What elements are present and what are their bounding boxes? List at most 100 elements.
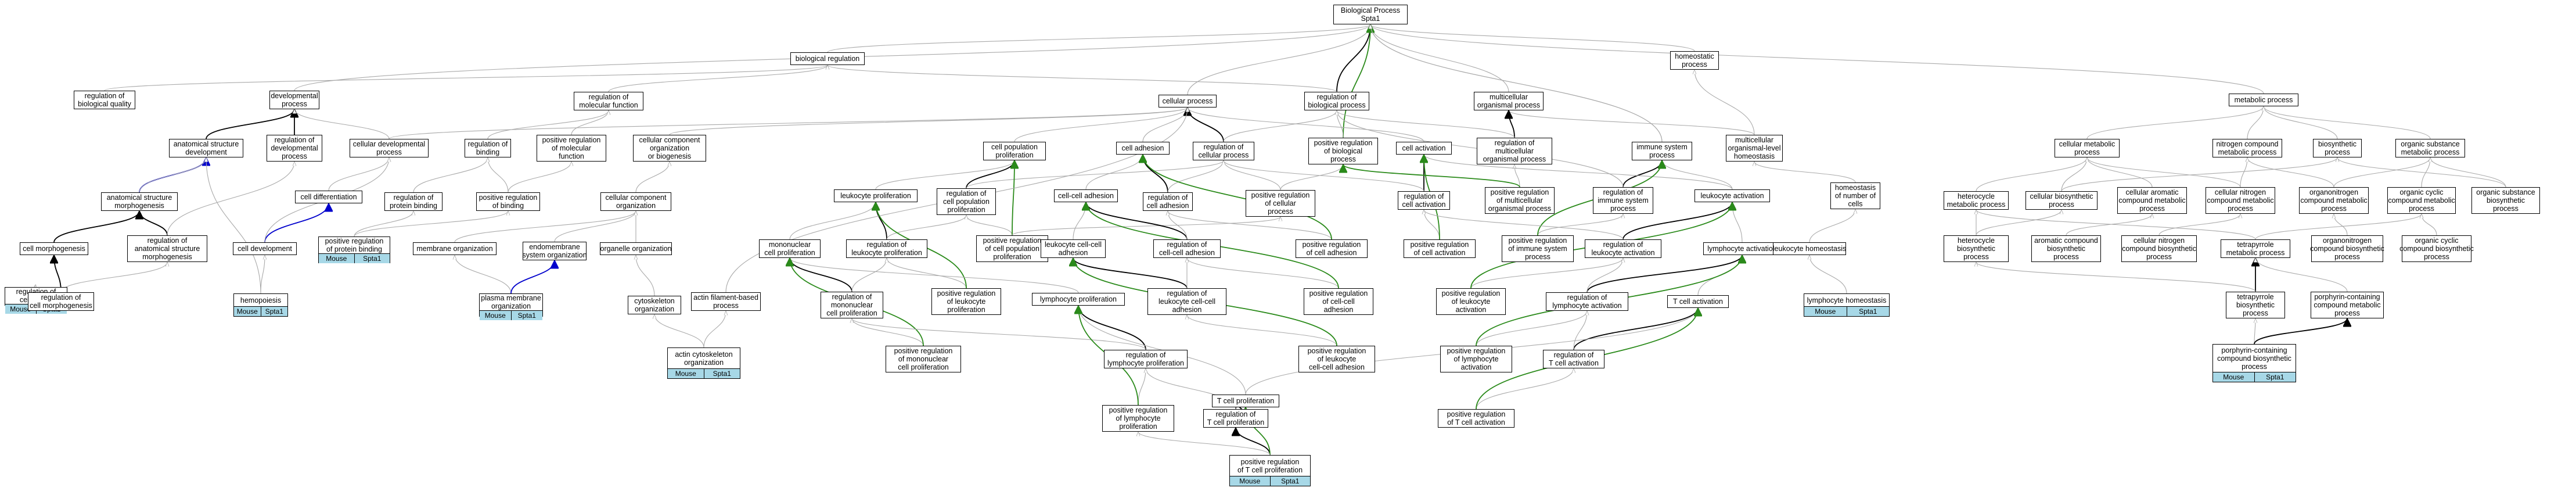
go-term-monoprolif[interactable]: mononuclear cell proliferation: [759, 239, 821, 258]
go-term-endomem[interactable]: endomembrane system organization: [522, 242, 587, 260]
go-term-regcellmorph[interactable]: regulation of cell morphogenesis: [28, 292, 94, 311]
go-term-posregmolfunc[interactable]: positive regulation of molecular functio…: [537, 135, 606, 162]
go-term-homeoproc[interactable]: homeostatic process: [1670, 51, 1719, 70]
go-term-orgsub[interactable]: organic substance metabolic process: [2395, 139, 2465, 157]
go-term-celladh[interactable]: cell adhesion: [1116, 142, 1170, 155]
go-term-organonitrobio[interactable]: organonitrogen compound biosynthetic pro…: [2310, 235, 2384, 262]
go-term-cpp[interactable]: cell population proliferation: [983, 142, 1046, 160]
go-term-posreglymphprolif[interactable]: positive regulation of lymphocyte prolif…: [1102, 405, 1174, 432]
go-term-homeonum[interactable]: homeostasis of number of cells: [1830, 182, 1880, 209]
go-term-bp[interactable]: Biological Process Spta1: [1333, 5, 1408, 24]
go-term-posregmulti[interactable]: positive regulation of multicellular org…: [1485, 187, 1555, 214]
go-term-cellact[interactable]: cell activation: [1396, 142, 1452, 155]
go-term-bioreg[interactable]: biological regulation: [790, 52, 865, 65]
go-term-posregtcellact[interactable]: positive regulation of T cell activation: [1438, 409, 1514, 428]
go-term-posregcelladh[interactable]: positive regulation of cell adhesion: [1296, 239, 1368, 258]
go-term-leukact[interactable]: leukocyte activation: [1694, 189, 1770, 202]
go-term-membrane[interactable]: membrane organization: [413, 242, 497, 255]
go-term-tcellprolif[interactable]: T cell proliferation: [1212, 395, 1279, 407]
go-term-multiorg[interactable]: multicellular organismal process: [1474, 92, 1544, 110]
go-term-organelle[interactable]: organelle organization: [600, 242, 672, 255]
go-term-posregtcellprolif[interactable]: positive regulation of T cell proliferat…: [1229, 455, 1311, 486]
go-term-reglymphact[interactable]: regulation of lymphocyte activation: [1546, 292, 1628, 311]
go-term-orgcyclic[interactable]: organic cyclic compound metabolic proces…: [2387, 187, 2456, 214]
go-term-regasm[interactable]: regulation of anatomical structure morph…: [127, 235, 207, 262]
go-term-asm[interactable]: anatomical structure morphogenesis: [101, 192, 178, 211]
go-term-ccobio[interactable]: cellular component organization or bioge…: [633, 135, 706, 162]
go-term-posregccadh[interactable]: positive regulation of cell-cell adhesio…: [1304, 288, 1373, 315]
go-term-posregbind[interactable]: positive regulation of binding: [476, 192, 540, 211]
go-term-regcellproc[interactable]: regulation of cellular process: [1193, 142, 1254, 160]
go-term-lymphprolif[interactable]: lymphocyte proliferation: [1032, 293, 1125, 306]
go-term-regdev[interactable]: regulation of developmental process: [267, 135, 322, 162]
go-term-cellmorph[interactable]: cell morphogenesis: [20, 242, 88, 255]
go-term-asd[interactable]: anatomical structure development: [169, 139, 243, 157]
go-term-leukccadh[interactable]: leukocyte cell-cell adhesion: [1041, 239, 1106, 258]
go-term-posregimm[interactable]: positive regulation of immune system pro…: [1502, 235, 1574, 262]
go-term-reglymphprolif[interactable]: regulation of lymphocyte proliferation: [1104, 350, 1188, 368]
go-term-cellmetab[interactable]: cellular metabolic process: [2055, 139, 2120, 157]
go-term-regleukccadh[interactable]: regulation of leukocyte cell-cell adhesi…: [1147, 288, 1226, 315]
go-term-regmonoprolif[interactable]: regulation of mononuclear cell prolifera…: [821, 292, 883, 318]
go-term-regmolfunc[interactable]: regulation of molecular function: [574, 92, 643, 110]
go-term-ccadh[interactable]: cell-cell adhesion: [1054, 189, 1118, 202]
go-term-orgcyclicbio[interactable]: organic cyclic compound biosynthetic pro…: [2399, 235, 2474, 262]
go-term-regcelladh[interactable]: regulation of cell adhesion: [1143, 192, 1193, 211]
go-term-aromatic[interactable]: cellular aromatic compound metabolic pro…: [2117, 187, 2187, 214]
go-term-regimm[interactable]: regulation of immune system process: [1593, 187, 1653, 214]
go-term-regbq[interactable]: regulation of biological quality: [74, 91, 135, 109]
go-term-cytoskel[interactable]: cytoskeleton organization: [628, 296, 681, 314]
go-term-celldev[interactable]: cell development: [233, 242, 297, 255]
go-term-biosyn[interactable]: biosynthetic process: [2313, 139, 2362, 157]
go-term-regpbind[interactable]: regulation of protein binding: [384, 192, 442, 211]
go-term-metab[interactable]: metabolic process: [2229, 94, 2298, 106]
go-term-leukhomeo[interactable]: leukocyte homeostasis: [1773, 242, 1846, 255]
go-term-regbioproc[interactable]: regulation of biological process: [1304, 92, 1369, 110]
go-term-posreglymphact[interactable]: positive regulation of lymphocyte activa…: [1440, 346, 1512, 372]
go-term-posregmonoprolif[interactable]: positive regulation of mononuclear cell …: [886, 346, 961, 372]
go-term-heterobio[interactable]: heterocycle biosynthetic process: [1944, 235, 2009, 262]
go-term-regbinding[interactable]: regulation of binding: [465, 139, 511, 157]
go-term-posregleukact[interactable]: positive regulation of leukocyte activat…: [1436, 288, 1506, 315]
go-term-celldiff[interactable]: cell differentiation: [295, 191, 362, 203]
go-term-cellnitrobio[interactable]: cellular nitrogen compound biosynthetic …: [2121, 235, 2197, 262]
go-term-mohomeo[interactable]: multicellular organismal-level homeostas…: [1726, 135, 1783, 162]
go-term-organonitro[interactable]: organonitrogen compound metabolic proces…: [2299, 187, 2369, 214]
go-term-posregcellact[interactable]: positive regulation of cell activation: [1404, 239, 1476, 258]
go-term-cellnitro[interactable]: cellular nitrogen compound metabolic pro…: [2206, 187, 2275, 214]
go-term-posregleukccadh[interactable]: positive regulation of leukocyte cell-ce…: [1298, 346, 1375, 372]
go-term-regcpp[interactable]: regulation of cell population proliferat…: [937, 188, 996, 215]
go-term-immsys[interactable]: immune system process: [1632, 142, 1692, 160]
go-term-regleukact[interactable]: regulation of leukocyte activation: [1585, 239, 1661, 258]
go-term-porphmetab[interactable]: porphyrin-containing compound metabolic …: [2311, 292, 2384, 318]
go-term-porphbio[interactable]: porphyrin-containing compound biosynthet…: [2212, 344, 2296, 382]
go-term-nitro[interactable]: nitrogen compound metabolic process: [2212, 139, 2282, 157]
go-term-orgsubbio[interactable]: organic substance biosynthetic process: [2471, 187, 2540, 214]
go-term-cellbiosyn[interactable]: cellular biosynthetic process: [2025, 191, 2098, 210]
go-term-cellproc[interactable]: cellular process: [1159, 95, 1217, 107]
go-term-devproc[interactable]: developmental process: [269, 91, 319, 109]
go-term-posregleukprolif[interactable]: positive regulation of leukocyte prolife…: [931, 288, 1001, 315]
go-term-regleukprolif[interactable]: regulation of leukocyte proliferation: [846, 239, 927, 258]
go-term-tetrametab[interactable]: tetrapyrrole metabolic process: [2221, 239, 2290, 258]
go-term-actinbased[interactable]: actin filament-based process: [691, 292, 761, 311]
go-term-regtcellact[interactable]: regulation of T cell activation: [1543, 350, 1604, 368]
go-term-regccadh[interactable]: regulation of cell-cell adhesion: [1153, 239, 1221, 258]
go-term-posregbio[interactable]: positive regulation of biological proces…: [1308, 138, 1378, 164]
go-term-posregcpp[interactable]: positive regulation of cell population p…: [976, 235, 1048, 262]
go-term-celldevproc[interactable]: cellular developmental process: [350, 139, 429, 157]
go-term-regtcellprolif[interactable]: regulation of T cell proliferation: [1203, 409, 1268, 428]
go-term-regmultiorg[interactable]: regulation of multicellular organismal p…: [1477, 138, 1552, 164]
go-term-regcellact[interactable]: regulation of cell activation: [1398, 191, 1450, 210]
go-term-tcellact[interactable]: T cell activation: [1667, 295, 1729, 308]
go-term-posregcell[interactable]: positive regulation of cellular process: [1246, 190, 1315, 217]
go-term-aromaticbio[interactable]: aromatic compound biosynthetic process: [2031, 235, 2101, 262]
go-term-cco[interactable]: cellular component organization: [600, 192, 671, 211]
go-term-lymphact[interactable]: lymphocyte activation: [1703, 242, 1781, 255]
go-term-leukprolif[interactable]: leukocyte proliferation: [834, 189, 918, 202]
